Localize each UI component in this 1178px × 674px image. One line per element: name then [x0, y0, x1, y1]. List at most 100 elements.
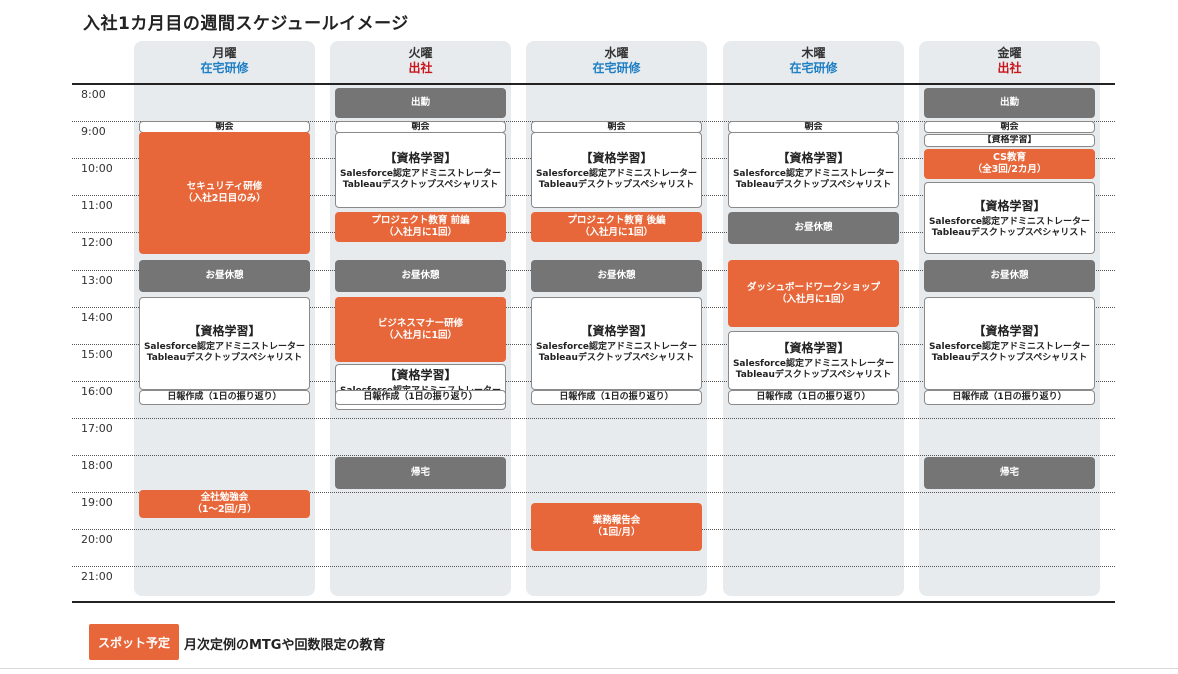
event-block[interactable]: ダッシュボードワークショップ（入社月に1回）	[728, 260, 899, 327]
legend-swatch: スポット予定	[89, 624, 179, 660]
time-label: 8:00	[81, 88, 106, 101]
event-block[interactable]: 出勤	[335, 88, 506, 118]
event-text: 出勤	[410, 97, 430, 108]
event-block[interactable]: 日報作成（1日の振り返り）	[335, 390, 506, 405]
event-block[interactable]: お昼休憩	[728, 212, 899, 244]
event-text: 朝会	[1000, 121, 1019, 132]
time-label: 16:00	[81, 385, 113, 398]
hour-gridline	[72, 492, 1115, 493]
event-block[interactable]: お昼休憩	[531, 260, 702, 292]
day-header: 水曜在宅研修	[526, 46, 707, 76]
footer-grid-rule	[72, 601, 1115, 603]
event-block[interactable]: CS教育（全3回/2カ月）	[924, 149, 1095, 179]
event-title: 【資格学習】	[973, 324, 1046, 338]
time-label: 9:00	[81, 125, 106, 138]
event-text: Tableauデスクトップスペシャリスト	[931, 227, 1088, 238]
event-text: （入社月に1回）	[383, 227, 458, 238]
event-text: Salesforce認定アドミニストレーター	[928, 216, 1091, 227]
event-title: 【資格学習】	[580, 150, 653, 165]
day-header: 火曜出社	[330, 46, 511, 76]
event-text: Tableauデスクトップスペシャリスト	[146, 353, 303, 363]
footer-divider	[0, 668, 1178, 669]
event-block[interactable]: 日報作成（1日の振り返り）	[531, 390, 702, 405]
event-text: Salesforce認定アドミニストレーター	[732, 359, 895, 369]
event-block[interactable]: 業務報告会（1回/月）	[531, 503, 702, 551]
event-text: （1〜2回/月）	[192, 504, 257, 515]
event-text: （1回/月）	[592, 527, 641, 538]
event-text: Salesforce認定アドミニストレーター	[535, 342, 698, 352]
event-block[interactable]: お昼休憩	[924, 260, 1095, 292]
event-block[interactable]: プロジェクト教育 前編（入社月に1回）	[335, 212, 506, 242]
event-block[interactable]: 出勤	[924, 88, 1095, 118]
event-text: セキュリティ研修	[186, 181, 263, 192]
event-block[interactable]: 【資格学習】	[924, 134, 1095, 147]
day-header: 木曜在宅研修	[723, 46, 904, 76]
event-block[interactable]: 全社勉強会（1〜2回/月）	[139, 490, 310, 518]
event-text: ダッシュボードワークショップ	[746, 281, 880, 293]
hour-gridline	[72, 418, 1115, 419]
time-label: 14:00	[81, 311, 113, 324]
day-name: 金曜	[997, 46, 1022, 60]
event-text: Salesforce認定アドミニストレーター	[339, 168, 502, 179]
time-label: 21:00	[81, 570, 113, 583]
event-block[interactable]: お昼休憩	[335, 260, 506, 292]
hour-gridline	[72, 566, 1115, 567]
event-block[interactable]: お昼休憩	[139, 260, 310, 292]
time-label: 18:00	[81, 459, 113, 472]
time-label: 13:00	[81, 274, 113, 287]
event-text: お昼休憩	[794, 222, 833, 233]
day-status: 在宅研修	[789, 61, 838, 75]
time-label: 12:00	[81, 236, 113, 249]
event-text: Salesforce認定アドミニストレーター	[732, 168, 895, 179]
event-block[interactable]: 朝会	[924, 121, 1095, 133]
legend-text: 月次定例のMTGや回数限定の教育	[184, 638, 386, 653]
event-text: CS教育	[993, 152, 1026, 163]
event-title: 【資格学習】	[384, 367, 457, 382]
event-text: 日報作成（1日の振り返り）	[756, 392, 871, 402]
day-status: 出社	[997, 61, 1022, 75]
event-text: 日報作成（1日の振り返り）	[559, 392, 674, 402]
event-block[interactable]: ビジネスマナー研修（入社月に1回）	[335, 297, 506, 362]
event-title: 【資格学習】	[777, 150, 850, 165]
event-block[interactable]: 帰宅	[335, 457, 506, 489]
event-block[interactable]: プロジェクト教育 後編（入社月に1回）	[531, 212, 702, 242]
event-text: 帰宅	[999, 467, 1019, 478]
event-text: Tableauデスクトップスペシャリスト	[931, 353, 1088, 363]
day-status: 出社	[408, 61, 433, 75]
event-block[interactable]: セキュリティ研修（入社2日目のみ）	[139, 132, 310, 254]
event-text: Salesforce認定アドミニストレーター	[928, 342, 1091, 352]
event-block[interactable]: 日報作成（1日の振り返り）	[139, 390, 310, 405]
time-label: 17:00	[81, 422, 113, 435]
event-text: （入社月に1回）	[579, 227, 654, 238]
event-text: プロジェクト教育 後編	[567, 215, 666, 226]
day-status: 在宅研修	[592, 61, 641, 75]
event-text: 日報作成（1日の振り返り）	[167, 392, 282, 402]
event-text: Tableauデスクトップスペシャリスト	[342, 179, 499, 190]
event-text: （全3回/2カ月）	[972, 164, 1047, 175]
event-text: （入社2日目のみ）	[183, 193, 266, 204]
event-text: （入社月に1回）	[383, 329, 458, 341]
event-block[interactable]: 帰宅	[924, 457, 1095, 489]
event-text: お昼休憩	[205, 270, 244, 281]
event-text: お昼休憩	[597, 270, 636, 281]
event-text: ビジネスマナー研修	[377, 317, 464, 329]
event-text: 朝会	[215, 121, 234, 132]
event-block[interactable]: 日報作成（1日の振り返り）	[924, 390, 1095, 405]
day-name: 火曜	[408, 46, 433, 60]
event-text: 朝会	[411, 121, 430, 132]
event-title: 【資格学習】	[777, 341, 850, 355]
event-block[interactable]: 日報作成（1日の振り返り）	[728, 390, 899, 405]
event-text: 【資格学習】	[982, 135, 1037, 145]
event-text: お昼休憩	[990, 270, 1029, 281]
event-text: 日報作成（1日の振り返り）	[952, 392, 1067, 402]
event-text: Tableauデスクトップスペシャリスト	[538, 353, 695, 363]
event-text: お昼休憩	[401, 270, 440, 281]
